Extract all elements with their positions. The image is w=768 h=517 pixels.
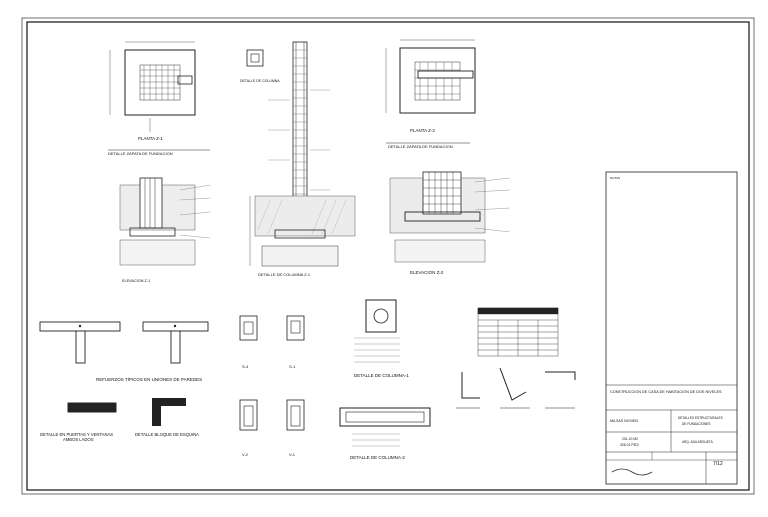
wall-junction-details: REFUERZOS TÍPICOS EN UNIONES DE PAREDES … <box>39 321 209 442</box>
detalle-bloque-label: DETALLE BLOQUE DE ESQUINA <box>135 432 199 437</box>
v1-label: V-1 <box>289 452 296 457</box>
sheet-content-1: DETALLES ESTRUCTURALES <box>678 416 723 420</box>
refuerzos-label: REFUERZOS TÍPICOS EN UNIONES DE PAREDES <box>96 376 202 382</box>
sheet-number: 7/12 <box>713 461 723 467</box>
signature <box>611 468 653 476</box>
area-m2: 201.10 M2 <box>622 437 638 441</box>
sheet-border <box>26 21 750 491</box>
detalle-puertas-label-2: AMBOS LADOS <box>63 437 94 442</box>
detalle-columna1-label: DETALLE DE COLUMNA-1 <box>354 373 409 378</box>
elevacion-z1-detail: ELEVACION Z-1 <box>119 177 211 283</box>
v2-label: V-2 <box>242 452 249 457</box>
planta-z2-label: PLANTA Z-2 <box>410 128 435 133</box>
planta-z1-label: PLANTA Z-1 <box>138 136 163 141</box>
column-section-detail: DETALLE DE COLUMNA <box>240 41 356 277</box>
sheet-content-2: DE FUNDACIONES <box>682 422 711 426</box>
detalle-columna2-label: DETALLE DE COLUMNA-2 <box>350 455 405 460</box>
detalle-zapata-2-label: DETALLE ZAPATA DE FUNDACION <box>388 144 453 149</box>
detalle-columna-label: DETALLE DE COLUMNA <box>240 79 280 83</box>
area-pie2: 326.01 PIE2 <box>620 443 639 447</box>
sheet-outer-border <box>21 17 755 495</box>
title-block <box>605 171 738 485</box>
elevacion-z1-label: ELEVACION Z-1 <box>122 279 150 283</box>
planta-z2-detail: PLANTA Z-2 DETALLE ZAPATA DE FUNDACION <box>385 39 476 149</box>
s1-label: S-1 <box>289 364 296 369</box>
planta-z1-detail: PLANTA Z-1 DETALLE ZAPATA DE FUNDACION <box>108 41 210 156</box>
elevacion-z2-detail: ELEVACION Z-2 <box>389 171 511 275</box>
detalle-zapata-1-label: DETALLE ZAPATA DE FUNDACION <box>108 151 173 156</box>
rebar-schedule-table <box>477 307 559 357</box>
small-section-details: S-4 S-1 V-2 V-1 <box>239 315 305 457</box>
detalle-columna-z1-label: DETALLE DE COLUMNA Z-1 <box>258 272 311 277</box>
detalle-puertas-label-1: DETALLE EN PUERTAS Y VENTANAS <box>40 432 113 437</box>
project-title: CONSTRUCCION DE CASA DE HABITACION DE DO… <box>610 390 722 394</box>
notes-label: NOTAS <box>610 176 620 180</box>
owner-name: MILSAS NOVIEN <box>610 419 638 423</box>
elevacion-z2-label: ELEVACION Z-2 <box>410 270 444 275</box>
column-details: DETALLE DE COLUMNA-1 DETALLE DE COLUMNA-… <box>339 299 431 460</box>
s4-label: S-4 <box>242 364 249 369</box>
drawn-by: ARQ. ADA ARGUETA <box>682 440 714 444</box>
rebar-hook-details <box>456 367 576 409</box>
